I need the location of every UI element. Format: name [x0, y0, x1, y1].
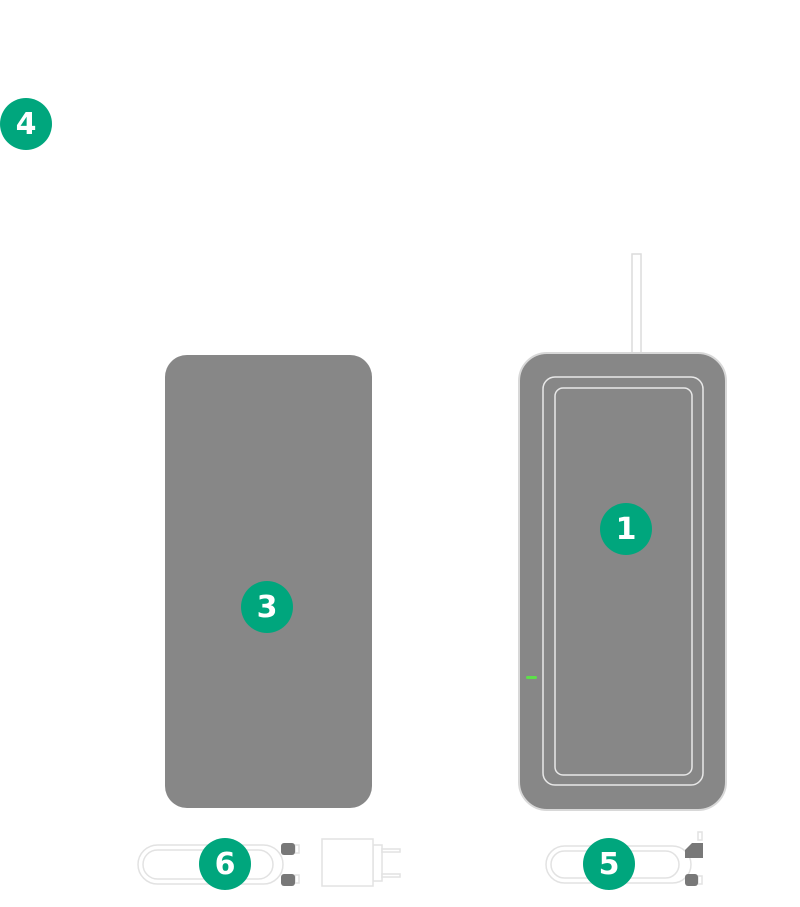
callout-badge-1: 1 — [600, 503, 652, 555]
pad-outer-ring — [542, 376, 704, 786]
pad-inner-ring — [554, 387, 693, 776]
pad-cable — [631, 253, 642, 356]
led-indicator — [526, 676, 537, 679]
callout-badge-6: 6 — [199, 838, 251, 890]
wireless-charging-pad — [518, 352, 727, 811]
usb-connector-top — [281, 843, 295, 855]
power-adapter — [321, 838, 401, 887]
callout-badge-5: 5 — [583, 838, 635, 890]
angled-connector — [685, 843, 703, 858]
callout-badge-3: 3 — [241, 581, 293, 633]
straight-connector — [685, 874, 698, 886]
usb-connector-bottom — [281, 874, 295, 886]
callout-badge-4: 4 — [0, 98, 52, 150]
